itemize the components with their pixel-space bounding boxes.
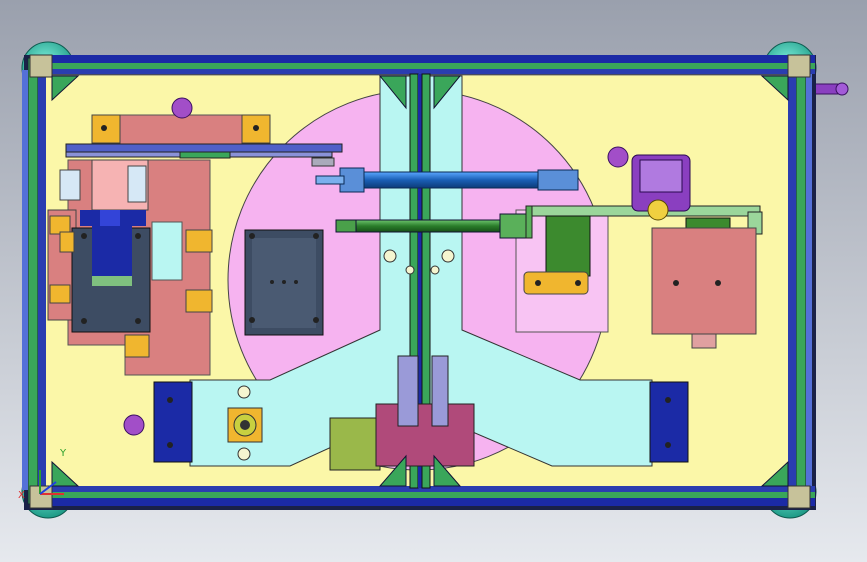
axis-y-label: Y	[59, 448, 67, 459]
left-slide-rail	[65, 143, 343, 159]
green-rod	[335, 213, 527, 239]
horizontal-rails	[30, 55, 815, 506]
bottom-motor	[329, 355, 475, 471]
arm-flange	[227, 407, 263, 443]
handle-rod	[807, 82, 849, 96]
right-red-block	[651, 227, 757, 335]
fasteners	[81, 125, 721, 448]
top-cylinder	[311, 157, 579, 193]
center-gray-block	[244, 229, 324, 336]
small-orange-brackets	[59, 229, 213, 358]
gussets	[51, 75, 789, 487]
arm-bolts	[237, 249, 455, 461]
left-gray-block	[71, 226, 151, 333]
axis-x-label: X	[18, 490, 25, 501]
purple-indicators	[123, 97, 629, 436]
center-column	[409, 73, 431, 489]
right-red-tab	[691, 333, 717, 349]
purple-gripper	[631, 154, 691, 221]
axis-triad: X Y	[18, 448, 67, 501]
left-edge-parts	[47, 209, 77, 321]
corner-brackets	[29, 54, 811, 509]
arm-end-blocks	[153, 381, 689, 463]
